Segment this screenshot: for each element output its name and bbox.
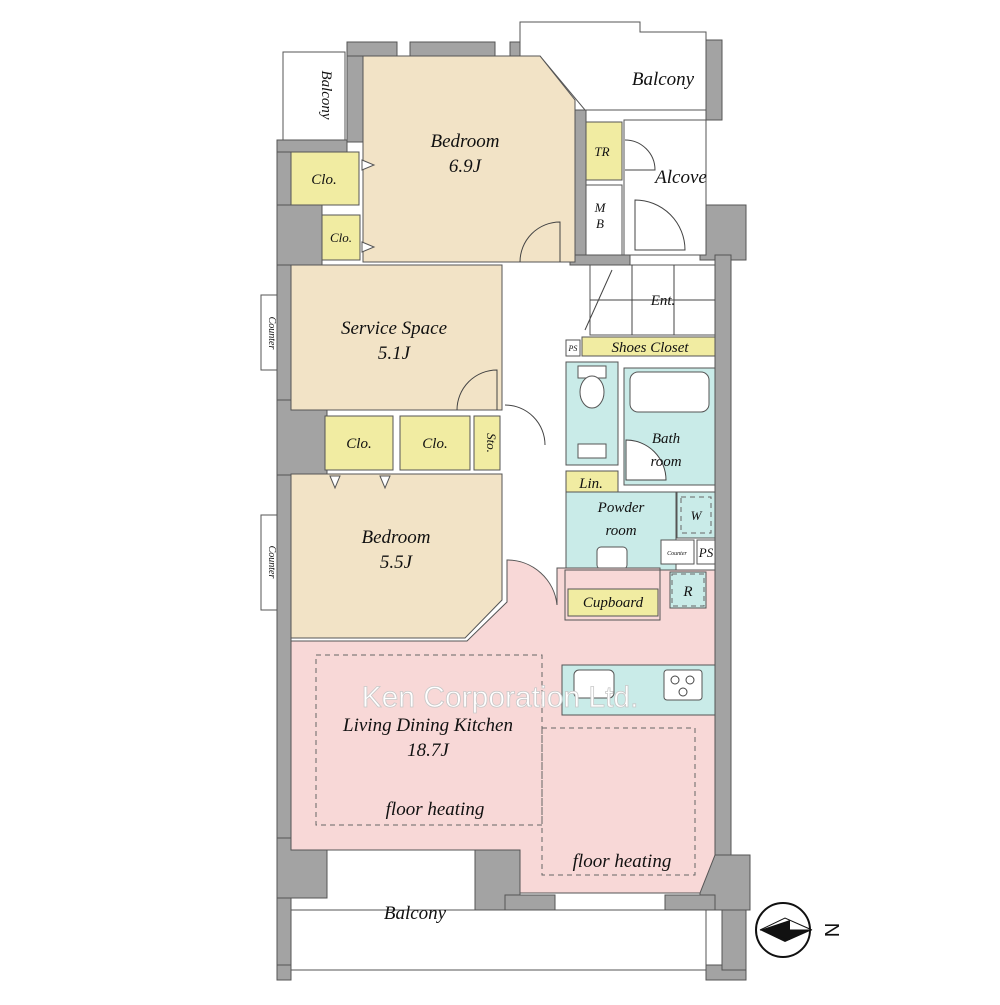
bathroom-label-2: room [650, 454, 681, 470]
shoes-closet-label: Shoes Closet [611, 340, 689, 356]
bedroom-2-size: 5.5J [380, 552, 414, 573]
balcony-left-label: Balcony [318, 70, 334, 119]
closet-d [399, 415, 471, 471]
pipe-space-top [565, 339, 581, 357]
powder-label-1: Powder [597, 500, 645, 516]
watermark: Ken Corporation Ltd. [362, 681, 639, 714]
service-space-size: 5.1J [378, 343, 412, 364]
alcove-label: Alcove [653, 167, 707, 188]
bathroom-label-1: Bath [652, 431, 680, 447]
closet-c [324, 415, 394, 471]
powder-label-2: room [605, 523, 636, 539]
sink-icon [573, 669, 615, 699]
linen-label: Lin. [578, 476, 603, 492]
bedroom-1-size: 6.9J [449, 156, 483, 177]
bedroom-2-name: Bedroom [362, 527, 431, 548]
cupboard [567, 588, 659, 617]
bedroom-1-name: Bedroom [431, 131, 500, 152]
north-label: N [820, 923, 842, 937]
north-arrow-icon: N [755, 902, 842, 958]
floor-heating-1-label: floor heating [386, 799, 485, 820]
closet-b-label: Clo. [330, 230, 352, 245]
ps-top-label: PS [568, 344, 578, 353]
entrance-label: Ent. [650, 293, 676, 309]
living-dining-kitchen [290, 559, 716, 894]
mb-label-1: M [594, 200, 607, 215]
balcony-top-label: Balcony [632, 69, 695, 90]
bedroom-2 [290, 473, 503, 639]
counter-lower-label: Counter [266, 546, 277, 579]
closet-a-label: Clo. [311, 172, 336, 188]
balcony-left [282, 51, 346, 141]
service-space-name: Service Space [341, 318, 447, 339]
refrigerator-space [669, 571, 707, 609]
trunk-room [585, 121, 623, 181]
ldk-name: Living Dining Kitchen [342, 715, 513, 736]
pipe-space-bottom [696, 539, 716, 565]
counter-lower [260, 514, 278, 611]
balcony-bottom [290, 909, 707, 971]
ldk-size: 18.7J [407, 740, 450, 761]
floor-heating-2-label: floor heating [573, 851, 672, 872]
stove-icon [663, 669, 703, 701]
bedroom-1 [362, 55, 576, 263]
closet-c-label: Clo. [346, 436, 371, 452]
storage [473, 415, 501, 471]
closet-d-label: Clo. [422, 436, 447, 452]
washer-label: W [691, 508, 703, 523]
service-space [290, 264, 503, 411]
mb-label-2: B [596, 216, 604, 231]
cupboard-label: Cupboard [583, 595, 644, 611]
ps-bottom-label: PS [698, 545, 714, 560]
shoes-closet [581, 336, 716, 357]
counter-upper-label: Counter [266, 317, 277, 350]
storage-label: Sto. [484, 433, 499, 453]
washer-space [676, 491, 716, 539]
tr-label: TR [594, 144, 609, 159]
closet-a [290, 151, 360, 206]
meter-box [585, 184, 623, 256]
refrigerator-label: R [682, 584, 692, 600]
closet-b [321, 214, 361, 261]
counter-small-label: Counter [667, 551, 687, 557]
balcony-bottom-label: Balcony [384, 903, 447, 924]
counter-small [660, 539, 695, 565]
counter-upper [260, 294, 278, 371]
